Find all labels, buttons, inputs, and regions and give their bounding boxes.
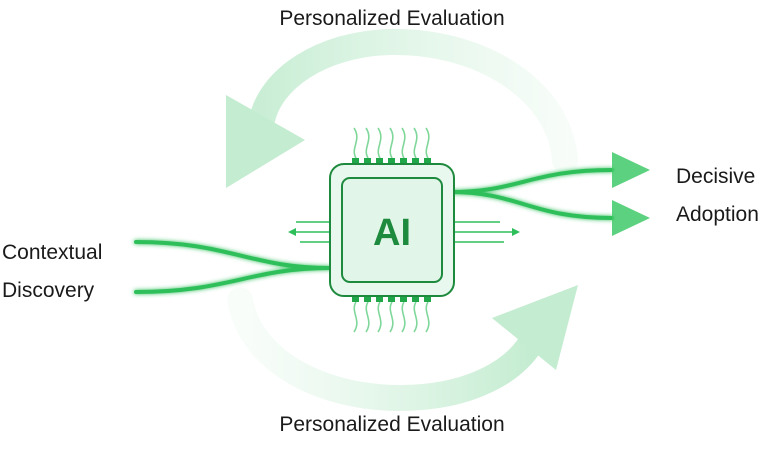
bottom-cycle-arrowhead-icon <box>492 285 578 370</box>
ai-chip-icon: AI <box>329 163 455 297</box>
top-cycle-arrowhead-icon <box>226 95 305 188</box>
right-label-line2: Adoption <box>676 203 759 226</box>
left-label-line1: Contextual <box>2 241 103 264</box>
top-evaluation-label: Personalized Evaluation <box>279 7 505 30</box>
left-label-line2: Discovery <box>2 279 95 302</box>
chip-label: AI <box>373 212 411 254</box>
chip-pins-top <box>353 127 430 159</box>
input-lines <box>134 240 332 294</box>
chip-pin-pads-bottom <box>352 294 431 302</box>
chip-side-arrows <box>288 221 520 243</box>
chip-pins-bottom <box>353 301 430 333</box>
contextual-discovery-label: Contextual Discovery <box>2 234 102 310</box>
output-arrow-bottom-icon <box>612 200 650 236</box>
chip-pin-pads-top <box>352 158 431 166</box>
decisive-adoption-label: Decisive Adoption <box>676 158 759 234</box>
output-lines <box>448 168 614 220</box>
output-arrow-top-icon <box>612 152 650 188</box>
bottom-cycle-arrow <box>227 285 578 412</box>
top-cycle-arrow <box>226 28 578 188</box>
bottom-evaluation-label: Personalized Evaluation <box>279 413 505 436</box>
right-label-line1: Decisive <box>676 165 756 188</box>
